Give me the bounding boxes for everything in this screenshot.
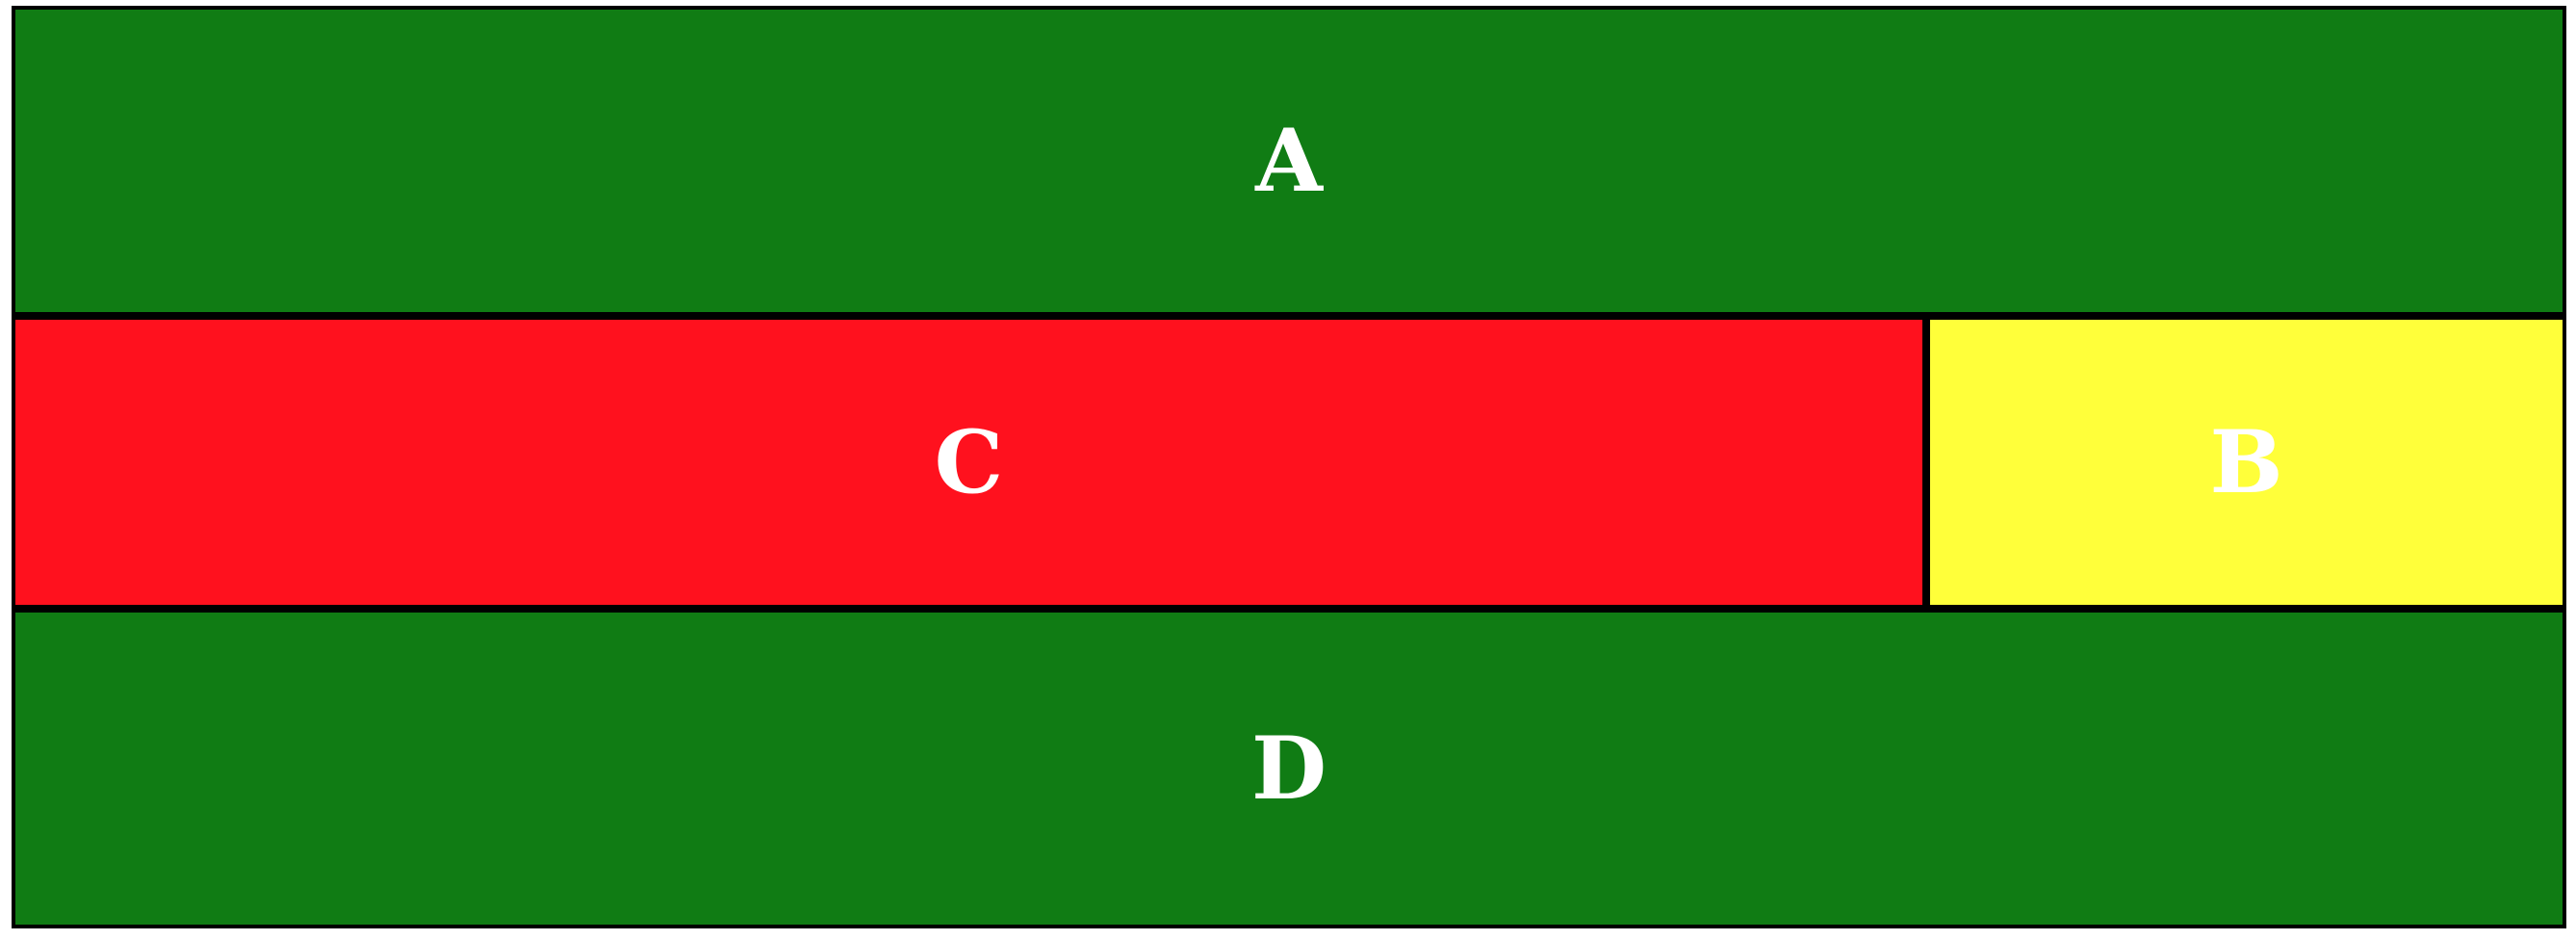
region-c-label: C xyxy=(934,411,1004,513)
region-d: D xyxy=(15,613,2563,925)
region-c: C xyxy=(15,320,1930,605)
region-a-label: A xyxy=(1255,110,1323,212)
middle-row: C B xyxy=(15,320,2563,613)
region-d-label: D xyxy=(1250,718,1327,820)
region-a: A xyxy=(15,10,2563,320)
region-b-label: B xyxy=(2209,411,2283,513)
region-b: B xyxy=(1930,320,2563,605)
layout-diagram: A C B D xyxy=(12,6,2566,928)
